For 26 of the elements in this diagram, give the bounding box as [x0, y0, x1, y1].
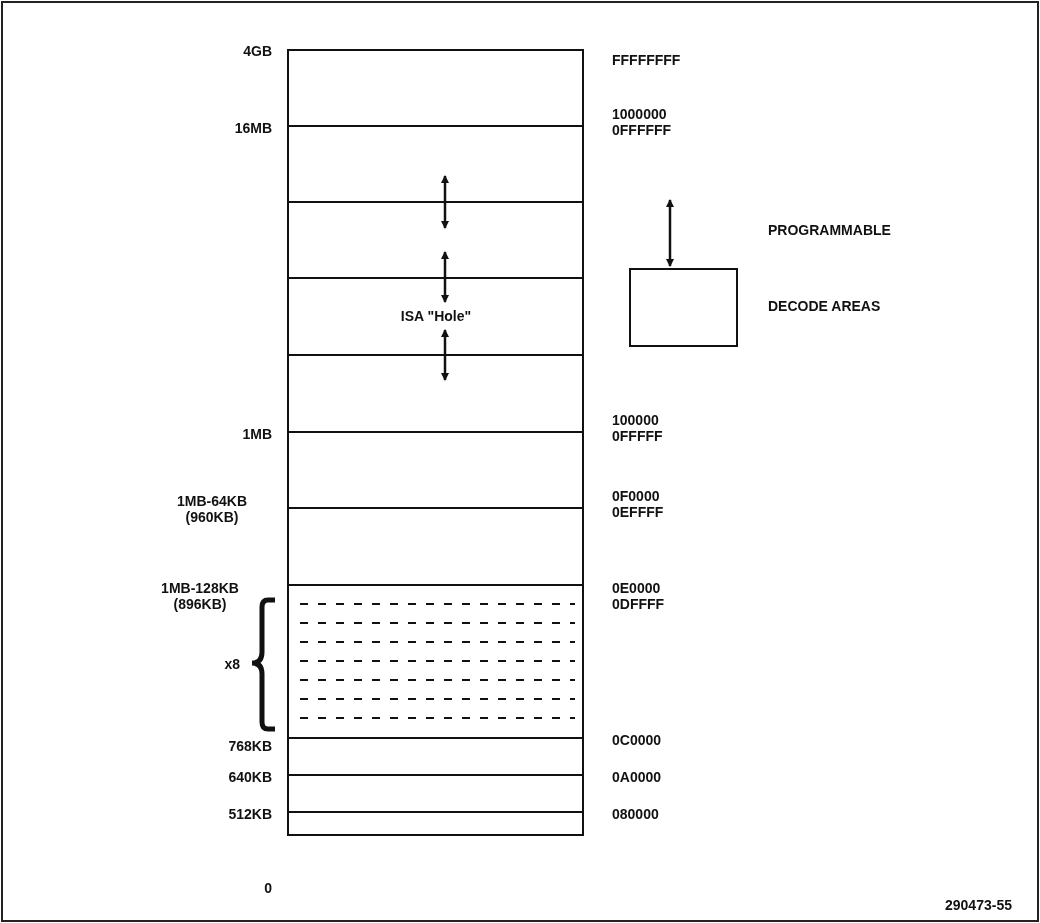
address-label: 0EFFFF: [612, 504, 664, 520]
legend-label: PROGRAMMABLE: [768, 222, 891, 238]
repeat-count: x8: [223, 656, 240, 672]
size-label: 0: [263, 880, 272, 896]
size-label: 1MB: [241, 426, 272, 442]
address-label: 1000000: [612, 106, 667, 122]
size-label: 1MB-128KB (896KB): [160, 580, 240, 612]
legend-label: DECODE AREAS: [768, 298, 881, 314]
size-label: 640KB: [227, 769, 272, 785]
address-label: 0FFFFF: [612, 428, 663, 444]
address-label: 0E0000: [612, 580, 661, 596]
size-label: 768KB: [227, 738, 272, 754]
address-label: 0C0000: [612, 732, 662, 748]
size-label: 512KB: [227, 806, 272, 822]
address-label: 0DFFFF: [612, 596, 665, 612]
address-label: 0FFFFFF: [612, 122, 672, 138]
address-label: 0A0000: [612, 769, 662, 785]
figure-number: 290473-55: [945, 897, 1012, 913]
address-label: 0F0000: [612, 488, 660, 504]
size-label: 16MB: [233, 120, 272, 136]
region-label: ISA "Hole": [400, 308, 472, 324]
size-label: 4GB: [242, 43, 272, 59]
address-label: 100000: [612, 412, 659, 428]
address-label: FFFFFFFF: [612, 52, 681, 68]
size-label: 1MB-64KB (960KB): [176, 493, 248, 525]
address-label: 080000: [612, 806, 659, 822]
